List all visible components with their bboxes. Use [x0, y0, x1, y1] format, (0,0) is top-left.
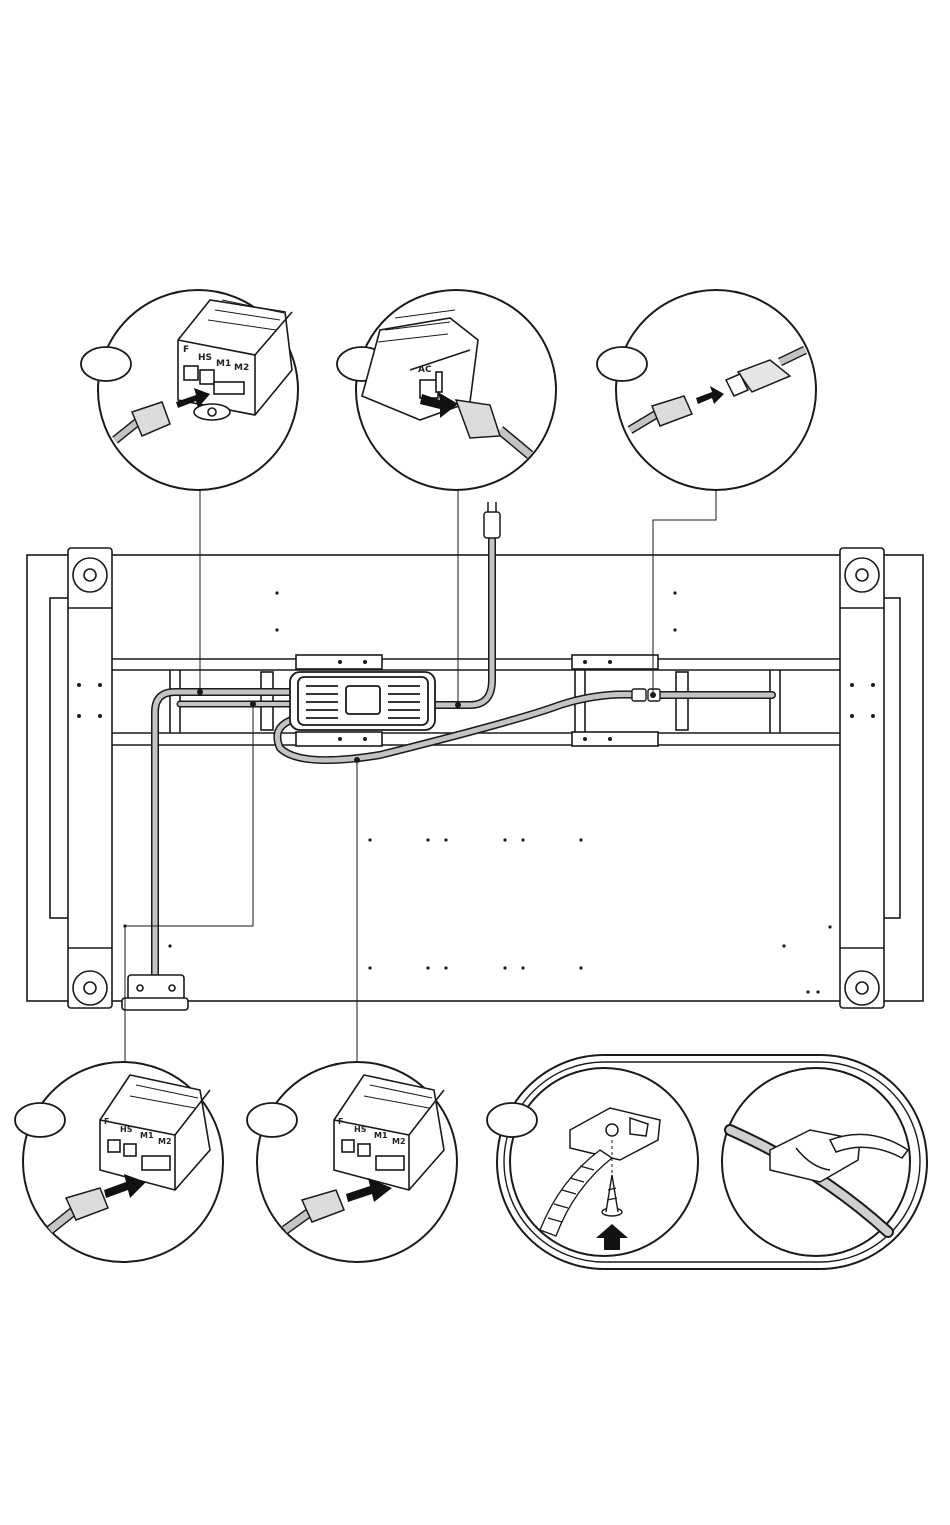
power-plug-icon [484, 502, 500, 538]
port-label-m2: M2 [234, 363, 249, 373]
callout-m1-port: F HS M1 M2 [15, 1062, 223, 1262]
right-leg [840, 548, 884, 1008]
desk-frame [27, 555, 923, 1001]
port-label-m2: M2 [158, 1137, 172, 1146]
control-box [290, 672, 435, 730]
callout-extension [597, 290, 816, 490]
port-label-f: F [338, 1117, 343, 1126]
port-label-hs: HS [120, 1125, 133, 1134]
port-label-hs: HS [198, 353, 212, 363]
port-label-f: F [183, 345, 189, 355]
step-badge [487, 1103, 537, 1137]
callout-m2-port: F HS M1 M2 [247, 1062, 457, 1262]
callout-hs-port: F HS M1 M2 [81, 290, 298, 490]
step-badge [81, 347, 131, 381]
callout-cable-clip [487, 1055, 927, 1269]
desktop-outline [27, 555, 923, 1001]
port-label-f: F [104, 1117, 109, 1126]
port-label-hs: HS [354, 1125, 367, 1134]
callout-ac-port: AC [337, 290, 556, 490]
step-badge [15, 1103, 65, 1137]
handset-controller [122, 975, 188, 1010]
port-label-m2: M2 [392, 1137, 406, 1146]
port-label-m1: M1 [374, 1131, 388, 1140]
port-label-m1: M1 [216, 359, 231, 369]
step-badge [247, 1103, 297, 1137]
left-leg [68, 548, 112, 1008]
step-badge [597, 347, 647, 381]
port-label-m1: M1 [140, 1131, 154, 1140]
port-label-ac: AC [418, 365, 432, 375]
